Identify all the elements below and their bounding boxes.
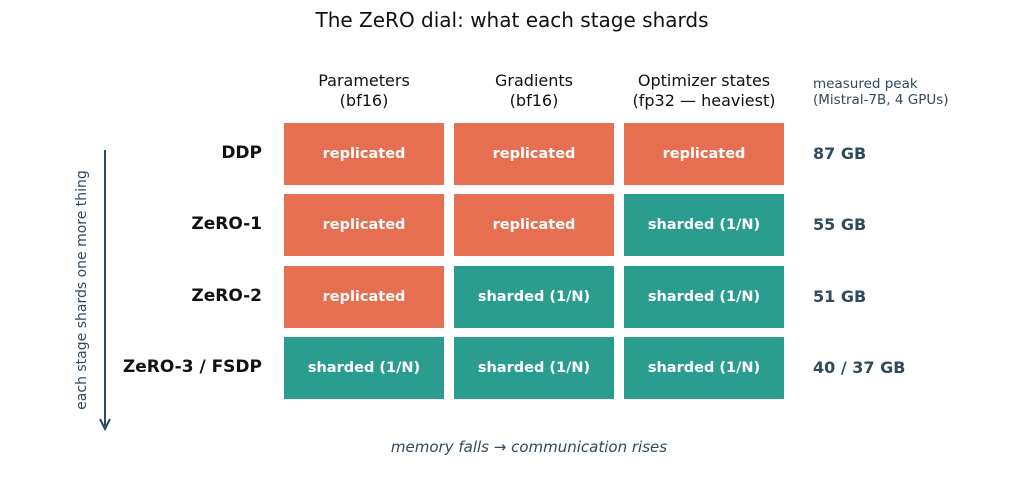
- cell-zero1-parameters: replicated: [284, 194, 444, 256]
- cell-zero1-optimizer: sharded (1/N): [624, 194, 784, 256]
- cell-ddp-gradients: replicated: [454, 123, 614, 185]
- cell-zero3-optimizer: sharded (1/N): [624, 337, 784, 399]
- row-label-zero-3-fsdp: ZeRO-3 / FSDP: [122, 357, 262, 377]
- arrow-down-icon: [99, 150, 111, 432]
- cell-zero3-parameters: sharded (1/N): [284, 337, 444, 399]
- cell-ddp-parameters: replicated: [284, 123, 444, 185]
- column-header-gradients: Gradients (bf16): [495, 71, 573, 110]
- diagram-title: The ZeRO dial: what each stage shards: [315, 8, 709, 32]
- side-label: each stage shards one more thing: [74, 170, 90, 410]
- peak-zero-1: 55 GB: [813, 215, 867, 234]
- measured-peak-header: measured peak (Mistral-7B, 4 GPUs): [813, 76, 949, 108]
- peak-zero-2: 51 GB: [813, 287, 867, 306]
- cell-zero2-parameters: replicated: [284, 266, 444, 328]
- column-header-parameters: Parameters (bf16): [318, 71, 410, 110]
- caption: memory falls → communication rises: [390, 438, 668, 456]
- row-label-zero-2: ZeRO-2: [191, 286, 262, 306]
- cell-zero2-gradients: sharded (1/N): [454, 266, 614, 328]
- row-label-ddp: DDP: [221, 143, 262, 163]
- cell-zero3-gradients: sharded (1/N): [454, 337, 614, 399]
- cell-zero1-gradients: replicated: [454, 194, 614, 256]
- row-label-zero-1: ZeRO-1: [191, 214, 262, 234]
- peak-zero-3-fsdp: 40 / 37 GB: [813, 358, 906, 377]
- cell-zero2-optimizer: sharded (1/N): [624, 266, 784, 328]
- column-header-optimizer-states: Optimizer states (fp32 — heaviest): [632, 71, 776, 110]
- peak-ddp: 87 GB: [813, 144, 867, 163]
- cell-ddp-optimizer: replicated: [624, 123, 784, 185]
